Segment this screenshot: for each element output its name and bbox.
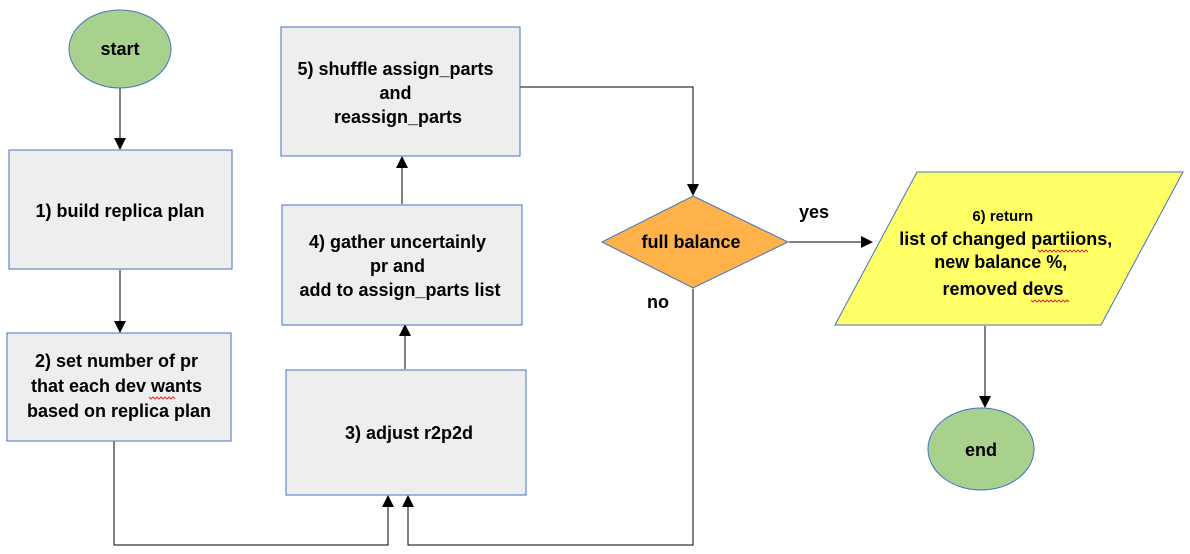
step4-label: 4) gather uncertainly pr and add to assi…	[299, 232, 500, 300]
end-node: end	[927, 407, 1035, 491]
start-node: start	[68, 9, 172, 89]
step1-node: 1) build replica plan	[8, 149, 233, 270]
step1-box	[8, 149, 233, 270]
step1-label: 1) build replica plan	[35, 201, 204, 221]
step2-node: 2) set number of pr that each dev wants …	[6, 332, 232, 442]
spellcheck-underline	[148, 396, 176, 400]
edge-step5-to-decision	[520, 86, 699, 196]
spellcheck-underline	[1037, 249, 1089, 253]
step4-box	[281, 204, 523, 326]
decision-node: full balance	[600, 195, 790, 289]
step5-box	[280, 26, 521, 157]
step4-node: 4) gather uncertainly pr and add to assi…	[281, 204, 523, 326]
step6-label: 6) return list of changed partiions, new…	[899, 208, 1116, 299]
start-label: start	[100, 39, 139, 59]
edge-decision-no	[402, 289, 694, 546]
end-label: end	[965, 440, 997, 460]
decision-label: full balance	[641, 232, 740, 252]
step3-box	[285, 369, 527, 496]
spellcheck-underline	[1030, 299, 1070, 303]
start-shape	[68, 9, 172, 89]
step6-shape	[834, 171, 1184, 326]
edge-label-yes: yes	[799, 202, 829, 222]
edge-step2-to-step3	[113, 441, 394, 546]
end-shape	[927, 407, 1035, 491]
step3-node: 3) adjust r2p2d	[285, 369, 527, 496]
step6-node: 6) return list of changed partiions, new…	[834, 171, 1184, 326]
edge-label-no: no	[647, 292, 669, 312]
step5-node: 5) shuffle assign_parts and reassign_par…	[280, 26, 521, 157]
decision-shape	[600, 195, 790, 289]
step2-box	[6, 332, 232, 442]
step2-label: 2) set number of pr that each dev wants …	[27, 351, 211, 421]
step3-label: 3) adjust r2p2d	[345, 423, 473, 443]
step5-label: 5) shuffle assign_parts and reassign_par…	[297, 59, 498, 127]
connectors	[113, 86, 991, 546]
